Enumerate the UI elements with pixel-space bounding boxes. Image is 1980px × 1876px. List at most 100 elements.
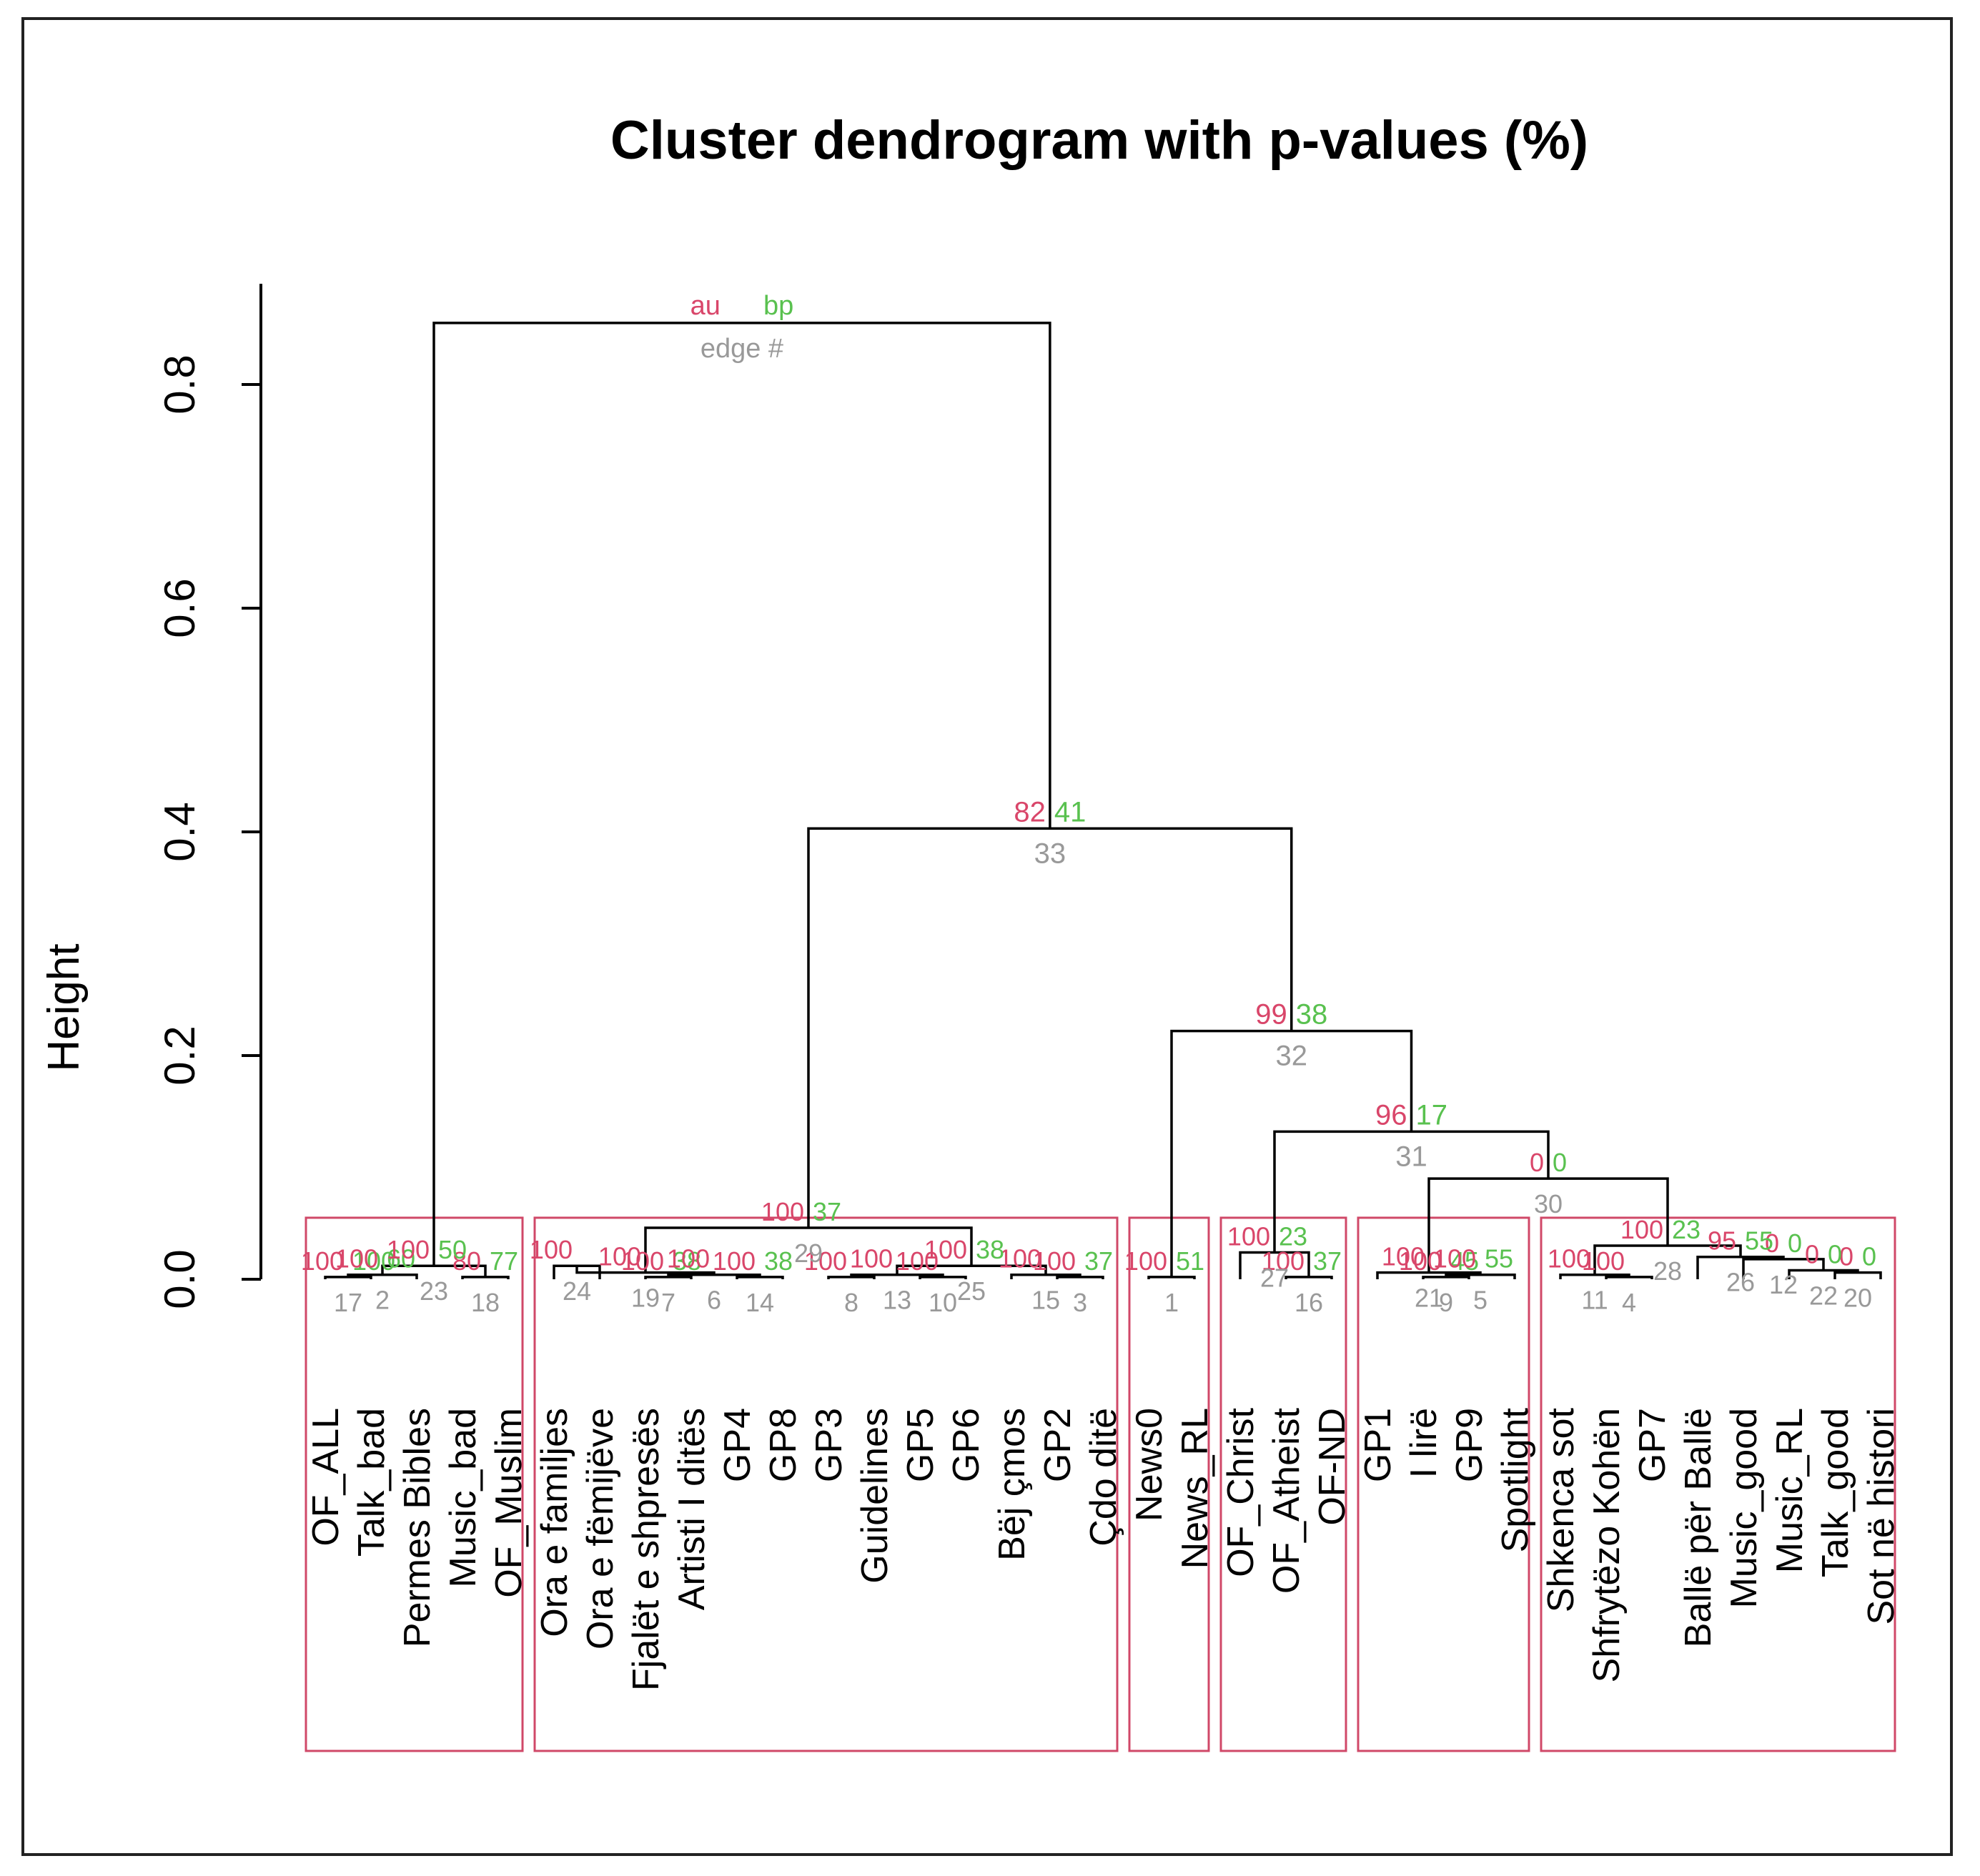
leaf-label: Spotlight [1495,1407,1536,1552]
au-value: 100 [1227,1221,1270,1251]
cluster-box [1219,1216,1347,1752]
bp-value: 37 [1313,1246,1342,1276]
au-value: 100 [530,1235,573,1264]
au-value: 100 [896,1246,939,1276]
edge-number: 30 [1534,1189,1563,1219]
edge-number: 12 [1769,1270,1798,1299]
cluster-box [1128,1216,1210,1752]
leaf-label: OF_Christ [1220,1407,1262,1577]
bp-value: 50 [438,1235,467,1264]
legend-bp: bp [763,291,793,321]
au-value: 100 [1399,1246,1442,1276]
au-value: 100 [804,1246,847,1276]
cluster-box [533,1216,1119,1752]
branch-edge-8 [827,1276,876,1279]
au-value: 100 [850,1244,893,1274]
leaf-label: Çdo ditë [1083,1408,1124,1547]
bp-value: 23 [1279,1221,1307,1251]
leaf-label: GP4 [717,1408,758,1482]
bp-value: 0 [1828,1239,1842,1269]
edge-number: 15 [1031,1286,1060,1315]
bp-value: 17 [1416,1099,1448,1131]
edge-number: 2 [375,1286,390,1315]
bp-value: 55 [1745,1226,1773,1256]
edge-number: 21 [1415,1284,1443,1313]
edge-number: 32 [1276,1041,1308,1072]
branch-edge-3 [1056,1276,1104,1279]
au-value: 100 [999,1244,1041,1274]
leaf-label: Guidelines [854,1408,896,1584]
au-value: 100 [1433,1244,1476,1274]
branch-edge-17 [324,1276,372,1279]
y-tick-label: 0.8 [156,354,204,414]
leaf-label: GP2 [1037,1408,1079,1482]
bp-value: 37 [813,1197,841,1226]
au-value: 100 [387,1235,430,1264]
bp-value: 38 [976,1235,1004,1264]
edge-number: 16 [1295,1288,1323,1317]
leaf-label: Sot në histori [1861,1408,1902,1625]
leaf-label: Permes Bibles [397,1408,438,1647]
leaf-label: GP5 [900,1408,941,1482]
au-value: 100 [301,1246,344,1276]
au-value: 100 [598,1242,641,1271]
bp-value: 51 [1176,1246,1204,1276]
leaf-label: Ora e familjes [534,1408,575,1637]
au-value: 100 [335,1244,378,1274]
branch-edge-7 [644,1276,693,1279]
au-value: 100 [1033,1246,1076,1276]
au-value: 100 [1582,1246,1625,1276]
au-value: 0 [1805,1239,1819,1269]
leaf-label: OF_ALL [305,1408,347,1547]
au-value: 80 [452,1246,481,1276]
au-value: 100 [1262,1246,1305,1276]
au-value: 0 [1530,1148,1544,1177]
branch-edge-18 [461,1276,510,1279]
y-axis-label: Height [39,943,89,1071]
au-value: 96 [1375,1099,1407,1131]
edge-number: 20 [1843,1284,1872,1313]
leaf-label: GP6 [946,1408,987,1482]
chart-title: Cluster dendrogram with p-values (%) [610,110,1588,171]
branch-edge-1 [1147,1276,1196,1279]
au-value: 0 [1839,1242,1853,1271]
bp-value: 77 [490,1246,518,1276]
leaf-label: GP1 [1357,1408,1399,1482]
bp-value: 37 [1084,1246,1113,1276]
bp-value: 38 [764,1246,793,1276]
leaf-label: GP7 [1632,1408,1673,1482]
edge-number: 24 [563,1276,591,1306]
au-value: 100 [1124,1246,1167,1276]
leaf-label: News_RL [1174,1408,1216,1569]
y-tick-label: 0.6 [156,578,204,637]
edge-number: 17 [334,1288,362,1317]
au-value: 100 [924,1235,967,1264]
branch-edge-20 [1833,1271,1882,1279]
au-value: 99 [1255,999,1287,1031]
leaf-label: Artisti I ditës [671,1408,713,1610]
bp-value: 38 [1296,999,1328,1031]
branch-edge-33 [807,827,1293,1229]
edge-number: 25 [957,1276,986,1306]
leaf-label: Ballë për Ballë [1678,1408,1719,1647]
au-value: 95 [1708,1226,1736,1256]
leaf-label: Talk_bad [351,1408,392,1557]
edge-number: 3 [1073,1288,1087,1317]
bp-value: 23 [1672,1215,1701,1244]
edge-number: 4 [1622,1288,1636,1317]
au-value: 100 [1620,1215,1663,1244]
y-tick-label: 0.4 [156,802,204,861]
cluster-boxes [305,1216,1896,1752]
edge-number: 29 [794,1239,823,1268]
au-value: 100 [713,1246,756,1276]
edge-number: 5 [1473,1286,1488,1315]
au-value: 0 [1765,1229,1779,1258]
edge-number: 14 [746,1288,774,1317]
branch-edge-4 [1605,1276,1653,1279]
branch-edge-14 [736,1276,784,1279]
edge-number: 7 [661,1288,675,1317]
leaf-label: News0 [1129,1408,1170,1522]
